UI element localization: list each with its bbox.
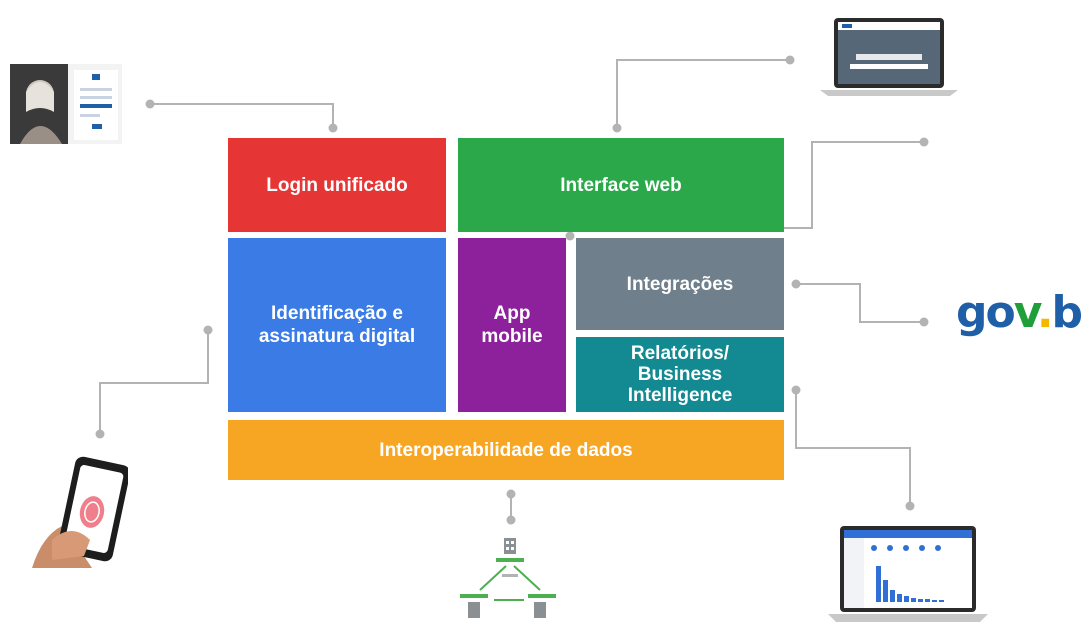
integrations-block: Integrações [576, 238, 784, 330]
logo-letter-g: g [956, 287, 987, 338]
logo-letter-v: v [1013, 287, 1039, 338]
reports-bi-block: Relatórios/ Business Intelligence [576, 337, 784, 412]
identification-label-line1: Identificação e [271, 303, 403, 324]
app-mobile-label-line2: mobile [481, 326, 543, 347]
logo-letter-b: b [1051, 287, 1082, 338]
app-mobile-label-line1: App [493, 303, 531, 324]
web-interface-label: Interface web [560, 174, 682, 196]
login-label: Login unificado [266, 174, 408, 196]
integrations-label: Integrações [626, 273, 734, 295]
interoperability-block: Interoperabilidade de dados [228, 420, 784, 480]
logo-letter-o: o [985, 287, 1016, 338]
app-mobile-block: App mobile [458, 238, 566, 412]
login-screenshot-icon [10, 64, 122, 144]
reports-label-line3: Intelligence [627, 385, 733, 406]
phone-fingerprint-icon [32, 456, 128, 568]
laptop-dashboard-icon [828, 526, 988, 622]
govbr-logo: gov.br [956, 288, 1082, 338]
logo-dot: . [1036, 287, 1054, 338]
login-block: Login unificado [228, 138, 446, 232]
identification-label-line2: assinatura digital [258, 326, 416, 347]
interoperability-label: Interoperabilidade de dados [379, 439, 633, 461]
data-network-icon [460, 538, 556, 618]
identification-block: Identificação e assinatura digital [228, 238, 446, 412]
web-interface-block: Interface web [458, 138, 784, 232]
laptop-web-portal-icon [820, 18, 958, 96]
reports-label-line2: Business [637, 364, 723, 385]
reports-label-line1: Relatórios/ [630, 343, 730, 364]
